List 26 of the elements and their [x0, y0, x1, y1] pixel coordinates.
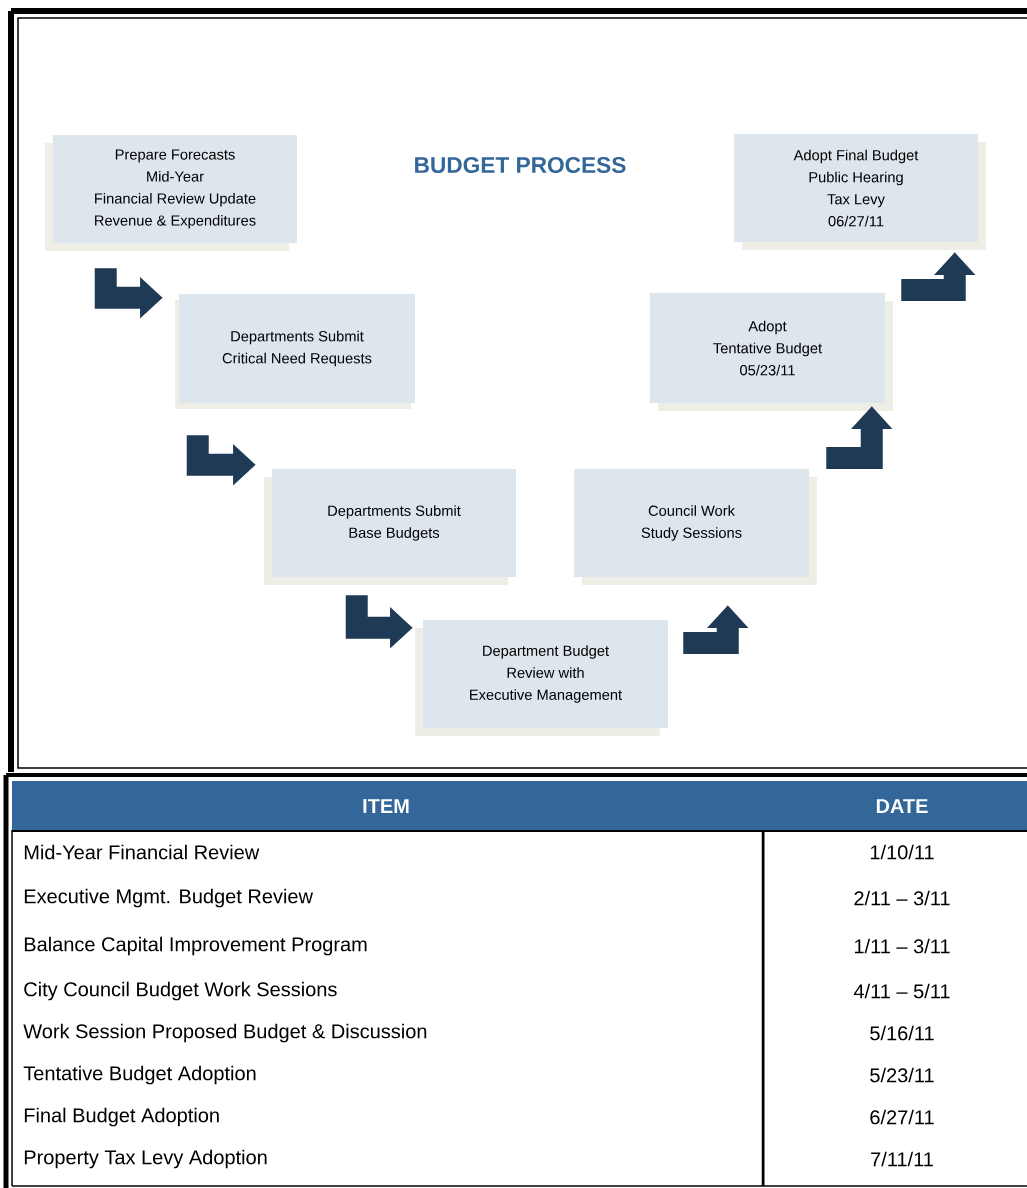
column-header: ITEM: [363, 799, 409, 813]
diagram-title: BUDGET PROCESS: [415, 157, 626, 174]
process-box: Department Budget Review with Executive Management: [415, 620, 668, 736]
table-cell: 7/11/11: [871, 1151, 933, 1167]
table-cell: Executive Mgmt. Budget Review: [24, 888, 314, 908]
table-cell: 4/11 – 5/11: [853, 983, 950, 999]
table-cell: Mid-Year Financial Review: [24, 844, 260, 860]
table-cell: Tentative Budget Adoption: [23, 1065, 256, 1085]
table-cell: City Council Budget Work Sessions: [24, 981, 337, 1001]
table-cell: 1/10/11: [870, 844, 934, 860]
table-cell: Work Session Proposed Budget & Discussion: [23, 1023, 427, 1043]
table-cell: Final Budget Adoption: [24, 1107, 219, 1127]
table-cell: Balance Capital Improvement Program: [24, 936, 367, 956]
process-box: Departments Submit Critical Need Requests: [175, 294, 415, 409]
process-box: Adopt Tentative Budget 05/23/11: [650, 293, 893, 411]
column-header: DATE: [876, 799, 928, 813]
process-box: Prepare Forecasts Mid-Year Financial Review Update Revenue & Expenditures: [45, 135, 297, 251]
process-box: Council Work Study Sessions: [574, 469, 817, 585]
process-box: Departments Submit Base Budgets: [264, 469, 516, 585]
process-box: Adopt Final Budget Public Hearing Tax Levy 06/27/11: [734, 134, 986, 250]
table-cell: 6/27/11: [870, 1109, 934, 1125]
table-cell: 5/23/11: [870, 1067, 934, 1083]
table-cell: 5/16/11: [870, 1025, 934, 1041]
table-cell: 1/11 – 3/11: [854, 938, 950, 954]
table-cell: Property Tax Levy Adoption: [24, 1149, 267, 1169]
table-cell: 2/11 – 3/11: [854, 890, 950, 906]
